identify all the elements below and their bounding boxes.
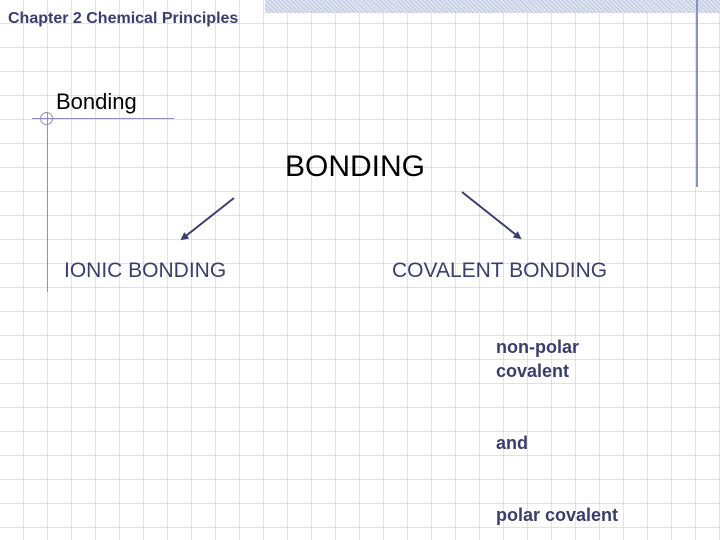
covalent-type-nonpolar-line1: non-polar <box>496 337 579 357</box>
right-vertical-rule <box>696 0 698 187</box>
covalent-type-conjunction: and <box>496 433 529 453</box>
title-vertical-rule <box>47 112 48 292</box>
arrow-to-ionic-icon <box>180 197 235 241</box>
chapter-title: Chapter 2 Chemical Principles <box>8 10 239 27</box>
slide-title: Bonding <box>56 89 137 114</box>
decorative-top-band <box>265 0 720 13</box>
covalent-type-nonpolar-line2: covalent <box>496 361 570 381</box>
root-node-bonding: BONDING <box>285 150 426 183</box>
arrow-to-covalent-icon <box>461 191 522 240</box>
crosshair-circle-icon <box>40 112 53 125</box>
branch-ionic-bonding: IONIC BONDING <box>64 259 227 282</box>
branch-covalent-bonding: COVALENT BONDING <box>392 259 608 282</box>
title-underline <box>32 118 174 119</box>
covalent-type-polar: polar covalent <box>496 505 619 525</box>
